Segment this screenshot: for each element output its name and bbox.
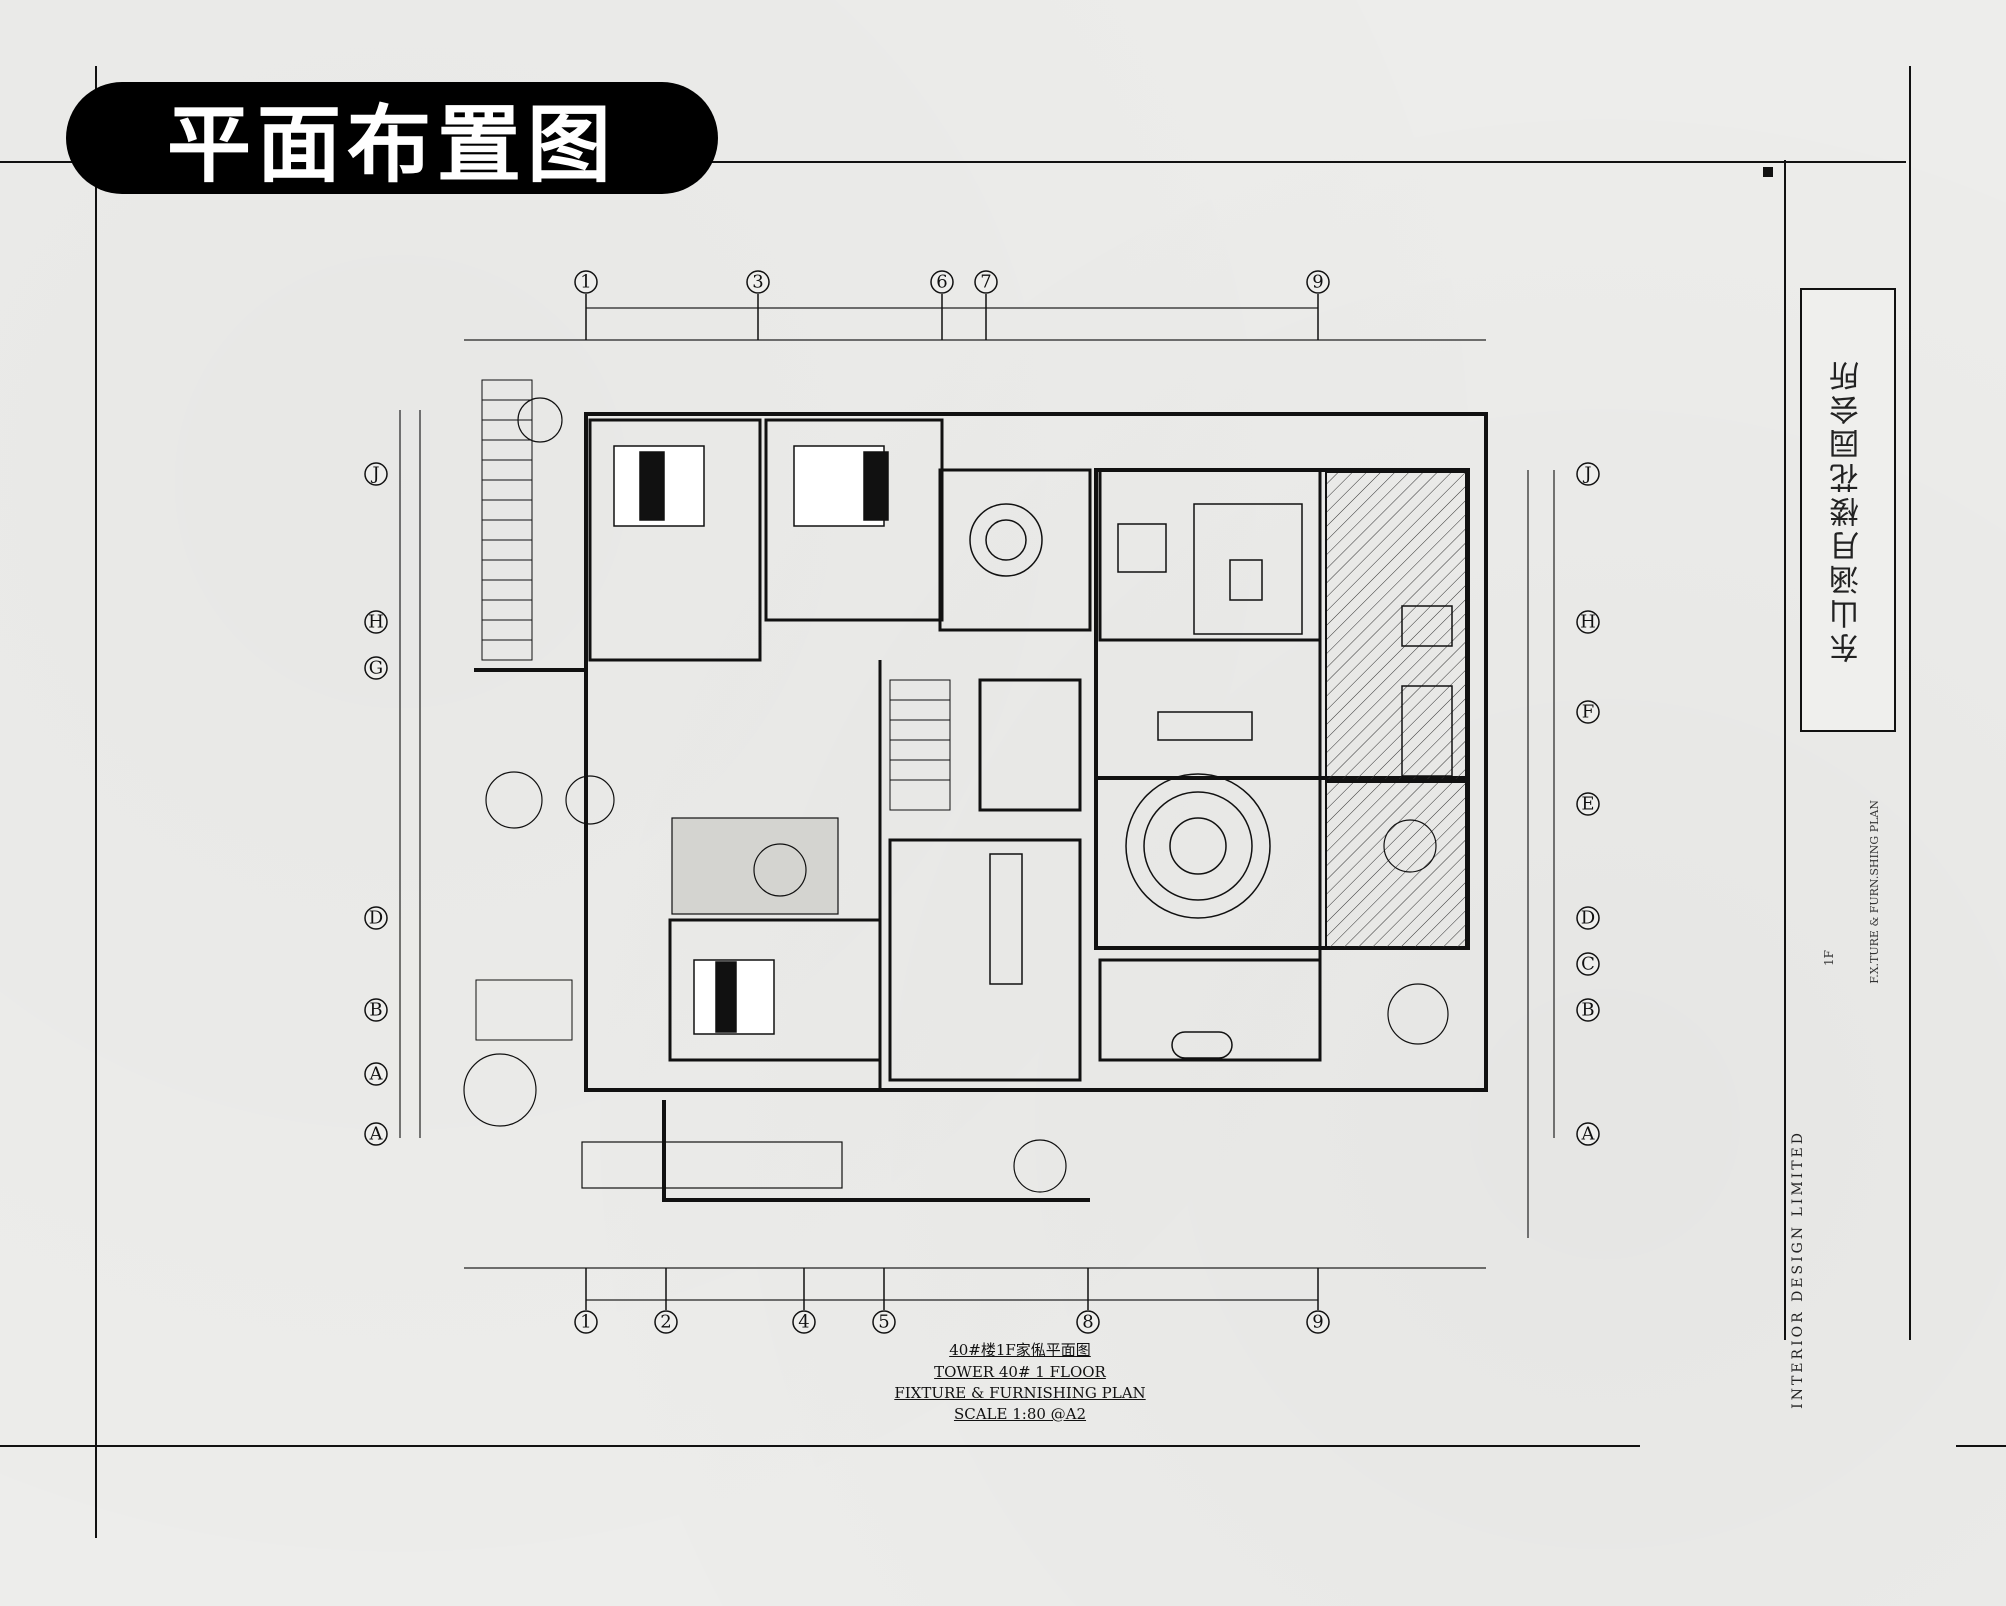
beds — [613, 445, 889, 1035]
axis-top-7: 7 — [980, 272, 991, 293]
grid-axis-bubbles — [585, 294, 1319, 1310]
plan-title-block: 40#楼1F家俬平面图 TOWER 40# 1 FLOOR FIXTURE & … — [760, 1336, 1280, 1426]
title-block — [1784, 160, 1910, 1340]
stairs — [475, 379, 951, 1041]
axis-left-J: J — [370, 464, 379, 485]
axis-right-E: E — [1581, 794, 1594, 815]
axis-right-H: H — [1580, 612, 1596, 633]
sheet-label: 1F — [1822, 950, 1836, 966]
project-name-box: 东山涵月楼花园会所 — [1800, 288, 1896, 732]
plan-title-tower: TOWER 40# 1 FLOOR — [934, 1363, 1106, 1381]
furniture-blocks — [989, 503, 1453, 1059]
plan-scale: SCALE 1:80 @A2 — [953, 1405, 1087, 1423]
axis-top-6: 6 — [936, 272, 947, 293]
firm-name: INTERIOR DESIGN LIMITED — [1790, 1130, 1806, 1409]
plan-title-cn: 40#楼1F家俬平面图 — [949, 1341, 1091, 1359]
axis-bottom-5: 5 — [878, 1312, 889, 1333]
sheet-title: F.X.TURE & FURN.SHING PLAN — [1868, 800, 1881, 984]
page-title: 平面布置图 — [66, 82, 718, 194]
plan-title-fixture: FIXTURE & FURNISHING PLAN — [894, 1384, 1146, 1402]
axis-top-9: 9 — [1312, 272, 1323, 293]
round-tables — [969, 503, 1271, 919]
exterior-walls — [474, 412, 1488, 1202]
axis-left-H: H — [368, 612, 384, 633]
axis-left-D: D — [369, 908, 383, 929]
axis-left-A: A — [369, 1124, 384, 1145]
axis-right-B: B — [1581, 1000, 1594, 1021]
axis-bottom-9: 9 — [1312, 1312, 1323, 1333]
garden-planting — [463, 397, 1449, 1193]
top-dimension-lines — [399, 307, 1555, 1301]
axis-right-D: D — [1581, 908, 1595, 929]
axis-left-B: B — [369, 1000, 382, 1021]
project-name: 东山涵月楼花园会所 — [1830, 357, 1865, 663]
axis-right-J: J — [1582, 464, 1591, 485]
axis-left-G: G — [369, 658, 383, 679]
courtyard-hatch — [1325, 781, 1467, 949]
axis-top-3: 3 — [752, 272, 763, 293]
axis-left-A-upper: A — [369, 1064, 384, 1085]
axis-right-F: F — [1582, 702, 1595, 723]
axis-right-A: A — [1581, 1124, 1596, 1145]
axis-right-C: C — [1581, 954, 1595, 975]
axis-top-1: 1 — [580, 272, 591, 293]
axis-bottom-2: 2 — [660, 1312, 671, 1333]
axis-bottom-8: 8 — [1082, 1312, 1093, 1333]
axis-bottom-4: 4 — [798, 1312, 809, 1333]
axis-bottom-1: 1 — [580, 1312, 591, 1333]
interior-partitions — [588, 418, 1322, 1090]
kitchen-hatch — [1325, 471, 1467, 781]
